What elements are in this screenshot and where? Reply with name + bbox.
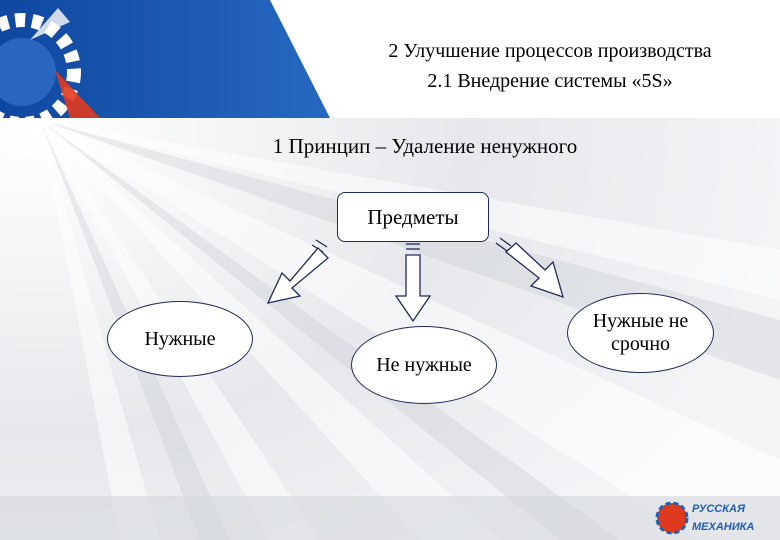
page-title: 2 Улучшение процессов производства <box>388 40 712 62</box>
arrow-right <box>495 237 564 299</box>
page-subtitle: 2.1 Внедрение системы «5S» <box>427 70 673 92</box>
branch-not-needed: Не нужные <box>351 326 497 404</box>
gear-icon <box>0 8 100 131</box>
principle-heading: 1 Принцип – Удаление ненужного <box>272 134 578 158</box>
title-panel <box>270 0 780 118</box>
logo-line2: МЕХАНИКА <box>692 521 754 533</box>
branch-needed-not-urgent: Нужные не срочно <box>567 293 714 373</box>
company-logo: РУССКАЯ МЕХАНИКА <box>655 501 754 535</box>
arrow-middle <box>394 243 432 323</box>
logo-line1: РУССКАЯ <box>692 503 746 515</box>
root-node: Предметы <box>337 192 489 242</box>
arrow-left <box>266 239 329 304</box>
branch-needed: Нужные <box>107 301 253 377</box>
